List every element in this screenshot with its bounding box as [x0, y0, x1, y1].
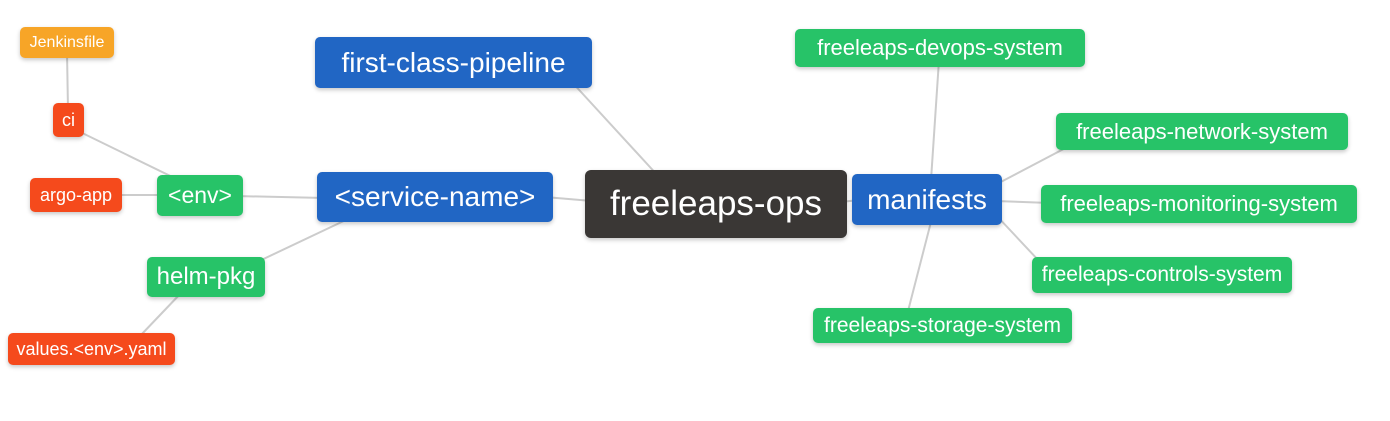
edge-pipeline-root: [569, 79, 661, 179]
edge-values-helm-pkg: [139, 291, 183, 337]
node-freeleaps-network-system[interactable]: freeleaps-network-system: [1056, 113, 1348, 150]
node-helm-pkg[interactable]: helm-pkg: [147, 257, 265, 297]
edge-env-service-name: [234, 195, 326, 199]
node-service-name[interactable]: <service-name>: [317, 172, 553, 222]
node-freeleaps-controls-system[interactable]: freeleaps-controls-system: [1032, 257, 1292, 293]
node-freeleaps-monitoring-system[interactable]: freeleaps-monitoring-system: [1041, 185, 1357, 223]
node-first-class-pipeline[interactable]: first-class-pipeline: [315, 37, 592, 88]
edge-jenkinsfile-ci: [66, 51, 69, 111]
node-freeleaps-storage-system[interactable]: freeleaps-storage-system: [813, 308, 1072, 343]
edge-manifests-storage-system: [906, 217, 933, 316]
node-manifests[interactable]: manifests: [852, 174, 1002, 225]
edge-manifests-controls-system: [994, 213, 1041, 263]
node-values-env-yaml[interactable]: values.<env>.yaml: [8, 333, 175, 365]
edge-manifests-network-system: [994, 142, 1076, 186]
node-env[interactable]: <env>: [157, 175, 243, 216]
node-argo-app[interactable]: argo-app: [30, 178, 122, 212]
edge-manifests-monitoring-system: [994, 200, 1051, 204]
edge-manifests-devops-system: [930, 59, 940, 181]
node-freeleaps-ops-root[interactable]: freeleaps-ops: [585, 170, 847, 238]
node-ci[interactable]: ci: [53, 103, 84, 137]
edge-helm-pkg-service-name: [254, 217, 351, 264]
node-jenkinsfile[interactable]: Jenkinsfile: [20, 27, 114, 58]
node-freeleaps-devops-system[interactable]: freeleaps-devops-system: [795, 29, 1085, 67]
